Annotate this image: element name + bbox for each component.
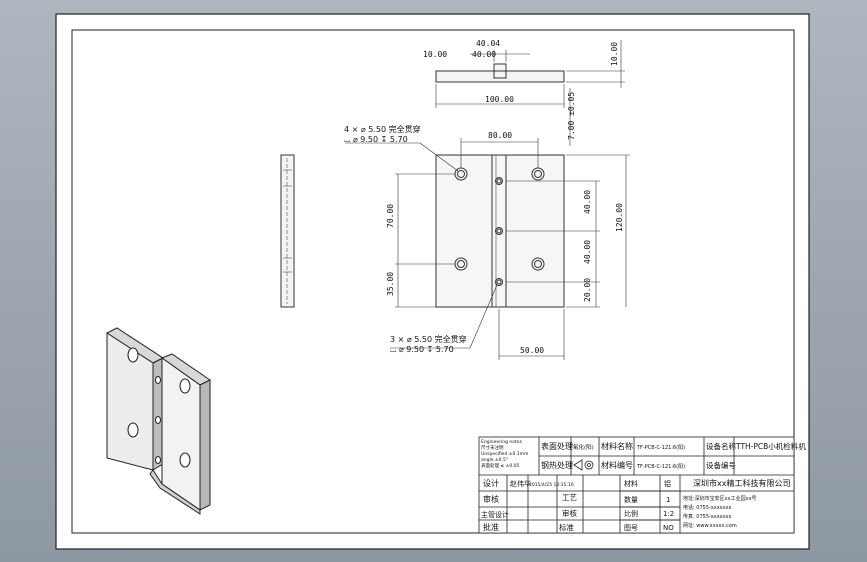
dim-thickness: 7.00 ±0.05 [567,92,576,140]
drawing-border [71,29,795,534]
dim-top-right: 40.00 [472,50,496,59]
dim-hole-spacing-x: 80.00 [488,131,512,140]
dim-top-left: 10.00 [423,50,447,59]
surface-treatment-value: 氧化(阳) [573,443,594,451]
hole-note-bottom-2: ⌴ ⌀ 9.50 ↧ 5.70 [390,345,454,354]
param-scale-label: 比例 [624,509,638,518]
review-label: 审核 [483,494,499,504]
dim-right-upper: 40.00 [583,190,592,214]
dim-height: 10.00 [610,42,619,66]
material-code-label: 材料编号 [601,460,633,470]
designer-name: 赵伟华 [510,479,531,488]
dim-right-lower: 20.00 [583,278,592,302]
company-fax: 传真: 0755-xxxxxxx [683,513,732,520]
hole-note-top-2: ⌴ ⌀ 9.50 ↧ 5.70 [344,135,408,144]
design-label: 设计 [483,478,499,488]
company-tel: 电话: 0755-xxxxxxx [683,504,732,511]
device-name-label: 设备名称 [706,441,736,451]
top-view [435,40,625,108]
param-scale-value: 1:2 [663,510,674,518]
material-code-value: TF-PCB-C-121:6(阳) [636,463,685,470]
param-material-value: 铝 [664,479,671,488]
dim-bottom: 50.00 [520,346,544,355]
hole-note-top-1: 4 × ⌀ 5.50 完全贯穿 [344,124,421,134]
param-drawing-no-value: NO [663,524,674,532]
dim-width: 100.00 [485,95,514,104]
design-date: 2015/4/25 10:15:16 [529,482,574,488]
projection-symbol [573,459,594,471]
note-3: Unspecified ±0.1mm [481,451,528,457]
company-address: 地址:深圳市宝安区xx工业园xx号 [683,495,757,502]
isometric-view [105,327,211,515]
note-1: Engineering notes [481,439,523,445]
param-drawing-no-label: 图号 [624,524,638,532]
front-view [345,138,630,360]
param-material-label: 材料 [624,479,638,488]
dim-right-middle: 40.00 [583,240,592,264]
surface-treatment-label: 表面处理 [541,441,573,451]
note-5: 表面处理 ≤ ±0.05 [481,462,520,469]
process-label: 工艺 [562,493,577,502]
approve-label: 批准 [483,522,499,532]
chief-design-label: 主管设计 [481,510,509,519]
param-qty-label: 数量 [624,495,638,504]
title-block [478,436,795,534]
mid-review-label: 审核 [562,508,577,518]
dim-top-total: 40.04 [476,39,500,48]
dim-left-lower: 35.00 [386,272,395,296]
side-view [280,154,295,308]
dim-total-height: 120.00 [615,203,624,232]
standard-label: 标准 [559,522,574,532]
company-web: 网址: www.xxxxx.com [683,522,737,529]
note-2: 尺寸未注明 [481,444,504,451]
dim-left-upper: 70.00 [386,204,395,228]
device-code-label: 设备编号 [706,460,736,470]
hole-note-bottom-1: 3 × ⌀ 5.50 完全贯穿 [390,334,467,344]
note-4: angle ±0.5° [481,457,508,463]
device-name-value: TTH-PCB小机检料机 [735,441,806,451]
heat-treatment-label: 钢热处理 [541,460,573,470]
material-name-value: TF-PCB-C-121:6(阳) [636,444,685,451]
company-name: 深圳市xx精工科技有限公司 [693,478,790,488]
param-qty-value: 1 [666,496,670,504]
material-name-label: 材料名称 [601,441,633,451]
